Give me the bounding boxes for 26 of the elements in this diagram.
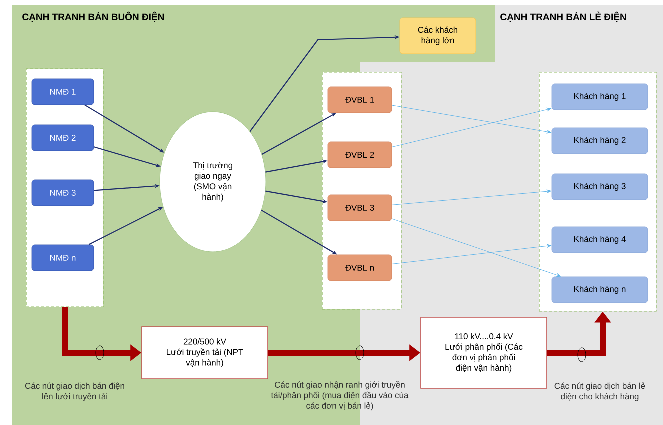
customer-box: Khách hàng 2: [552, 128, 648, 154]
arrow: [392, 108, 552, 148]
plant-box: NMĐ n: [32, 244, 94, 272]
arrow: [392, 218, 561, 278]
plant-box: NMĐ 2: [32, 124, 94, 152]
grid-box: 220/500 kV Lưới truyền tải (NPT vận hành): [142, 326, 268, 380]
plant-box: NMĐ 1: [32, 78, 94, 106]
customer-box: Khách hàng 4: [552, 226, 648, 254]
retailer-box: ĐVBL 3: [328, 194, 392, 222]
arrow: [392, 190, 552, 206]
retailer-box: ĐVBL n: [328, 254, 392, 282]
arrow: [392, 244, 552, 264]
region-title: CẠNH TRANH BÁN LẺ ĐIỆN: [500, 12, 626, 22]
node-caption: Các nút giao nhận ranh giới truyền tải/phân phối (mua điện đầu vào của các đơn vị bán lẻ): [271, 381, 409, 411]
node-caption: Các nút giao dịch bán lẻ điện cho khách hàng: [554, 382, 646, 402]
retailer-box: ĐVBL 2: [328, 142, 392, 168]
node-caption: Các nút giao dịch bán điện lên lưới truyền tải: [25, 382, 124, 402]
grid-box: 110 kV....0,4 kV Lưới phân phối (Các đơn vị phân phối điện vận hành): [420, 317, 548, 389]
big-customer-box: Các khách hàng lớn: [400, 18, 476, 54]
customer-box: Khách hàng n: [552, 276, 648, 304]
region-title: CẠNH TRANH BÁN BUÔN ĐIỆN: [22, 12, 164, 22]
plant-box: NMĐ 3: [32, 180, 94, 206]
customer-box: Khách hàng 1: [552, 84, 648, 110]
arrow: [392, 105, 552, 134]
customer-box: Khách hàng 3: [552, 174, 648, 200]
retailer-box: ĐVBL 1: [328, 86, 392, 114]
